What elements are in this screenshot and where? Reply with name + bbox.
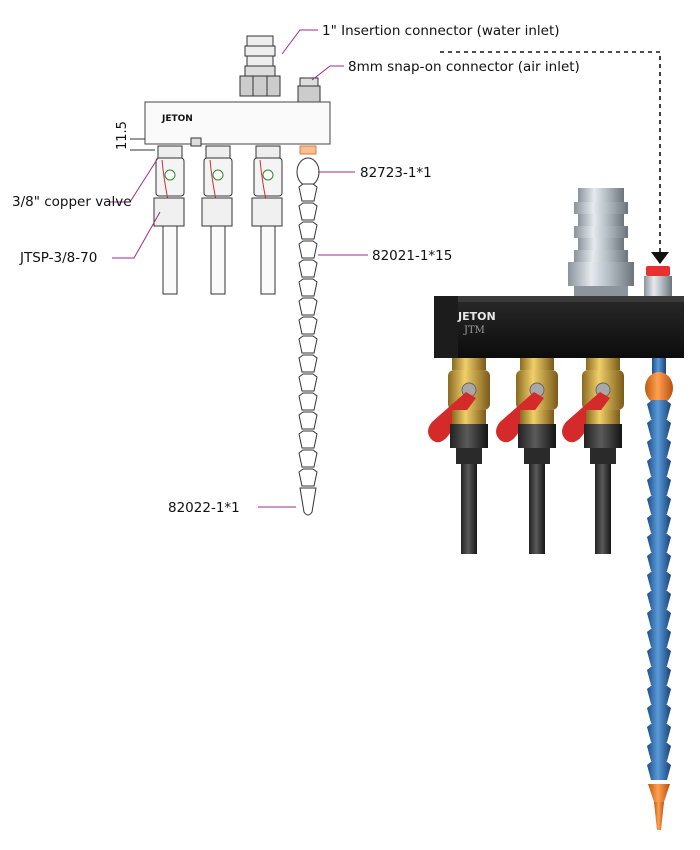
- valve-photo-3: [562, 358, 624, 554]
- brand-sub-photo: JTM: [463, 325, 485, 336]
- hose-segment: [647, 761, 671, 780]
- brand-logo-drawing: JETON: [161, 114, 193, 124]
- brand-logo-photo: JETON: [457, 310, 496, 323]
- manifold-block-drawing: [144, 101, 331, 145]
- valve-photo-1: [428, 358, 490, 554]
- nozzle-tip-end: [654, 802, 664, 830]
- hose-segment: [647, 685, 671, 704]
- hose-segment: [647, 457, 671, 476]
- air-connector-photo: [644, 266, 672, 298]
- callout-labels: 1" Insertion connector (water inlet) 8mm…: [12, 23, 580, 516]
- line-drawing: JETON: [130, 35, 331, 516]
- valve-drawing-2: [201, 145, 233, 295]
- hose-segment: [647, 514, 671, 533]
- valve-photo-2: [496, 358, 558, 554]
- hose-segment: [647, 476, 671, 495]
- hose-segment: [647, 704, 671, 723]
- coolant-hose-photo: [645, 358, 673, 830]
- label-nozzle-pipe: JTSP-3/8-70: [19, 250, 97, 266]
- air-connector-drawing: [297, 77, 321, 103]
- hose-segment: [647, 419, 671, 438]
- label-copper-valve: 3/8" copper valve: [12, 194, 132, 210]
- hose-segment: [647, 628, 671, 647]
- label-part-82022: 82022-1*1: [168, 500, 240, 516]
- hose-segment: [647, 400, 671, 419]
- label-water-inlet: 1" Insertion connector (water inlet): [322, 23, 560, 39]
- hose-segment: [647, 609, 671, 628]
- leader-lines: [110, 29, 368, 508]
- valve-drawing-3: [251, 145, 283, 295]
- hose-barb-photo: [568, 188, 634, 296]
- hose-segment: [647, 647, 671, 666]
- hose-segment: [647, 666, 671, 685]
- nozzle-tip: [648, 784, 670, 802]
- product-illustration: JETON JTM: [428, 188, 684, 830]
- hose-segment: [647, 533, 671, 552]
- hose-segment: [647, 495, 671, 514]
- label-air-inlet: 8mm snap-on connector (air inlet): [348, 59, 580, 75]
- hose-segment: [647, 571, 671, 590]
- hose-segment: [647, 552, 671, 571]
- hose-barb-drawing: [239, 35, 281, 97]
- label-part-82021: 82021-1*15: [372, 248, 452, 264]
- hose-drawing: [296, 145, 320, 516]
- air-inlet-arrow: [440, 51, 669, 264]
- hose-segment: [647, 590, 671, 609]
- label-part-82723: 82723-1*1: [360, 165, 432, 181]
- hose-segment: [647, 438, 671, 457]
- label-dimension: 11.5: [115, 121, 130, 150]
- hose-segment: [647, 742, 671, 761]
- hose-segment: [647, 723, 671, 742]
- valve-drawing-1: [153, 145, 185, 295]
- manifold-block-photo: [434, 296, 684, 358]
